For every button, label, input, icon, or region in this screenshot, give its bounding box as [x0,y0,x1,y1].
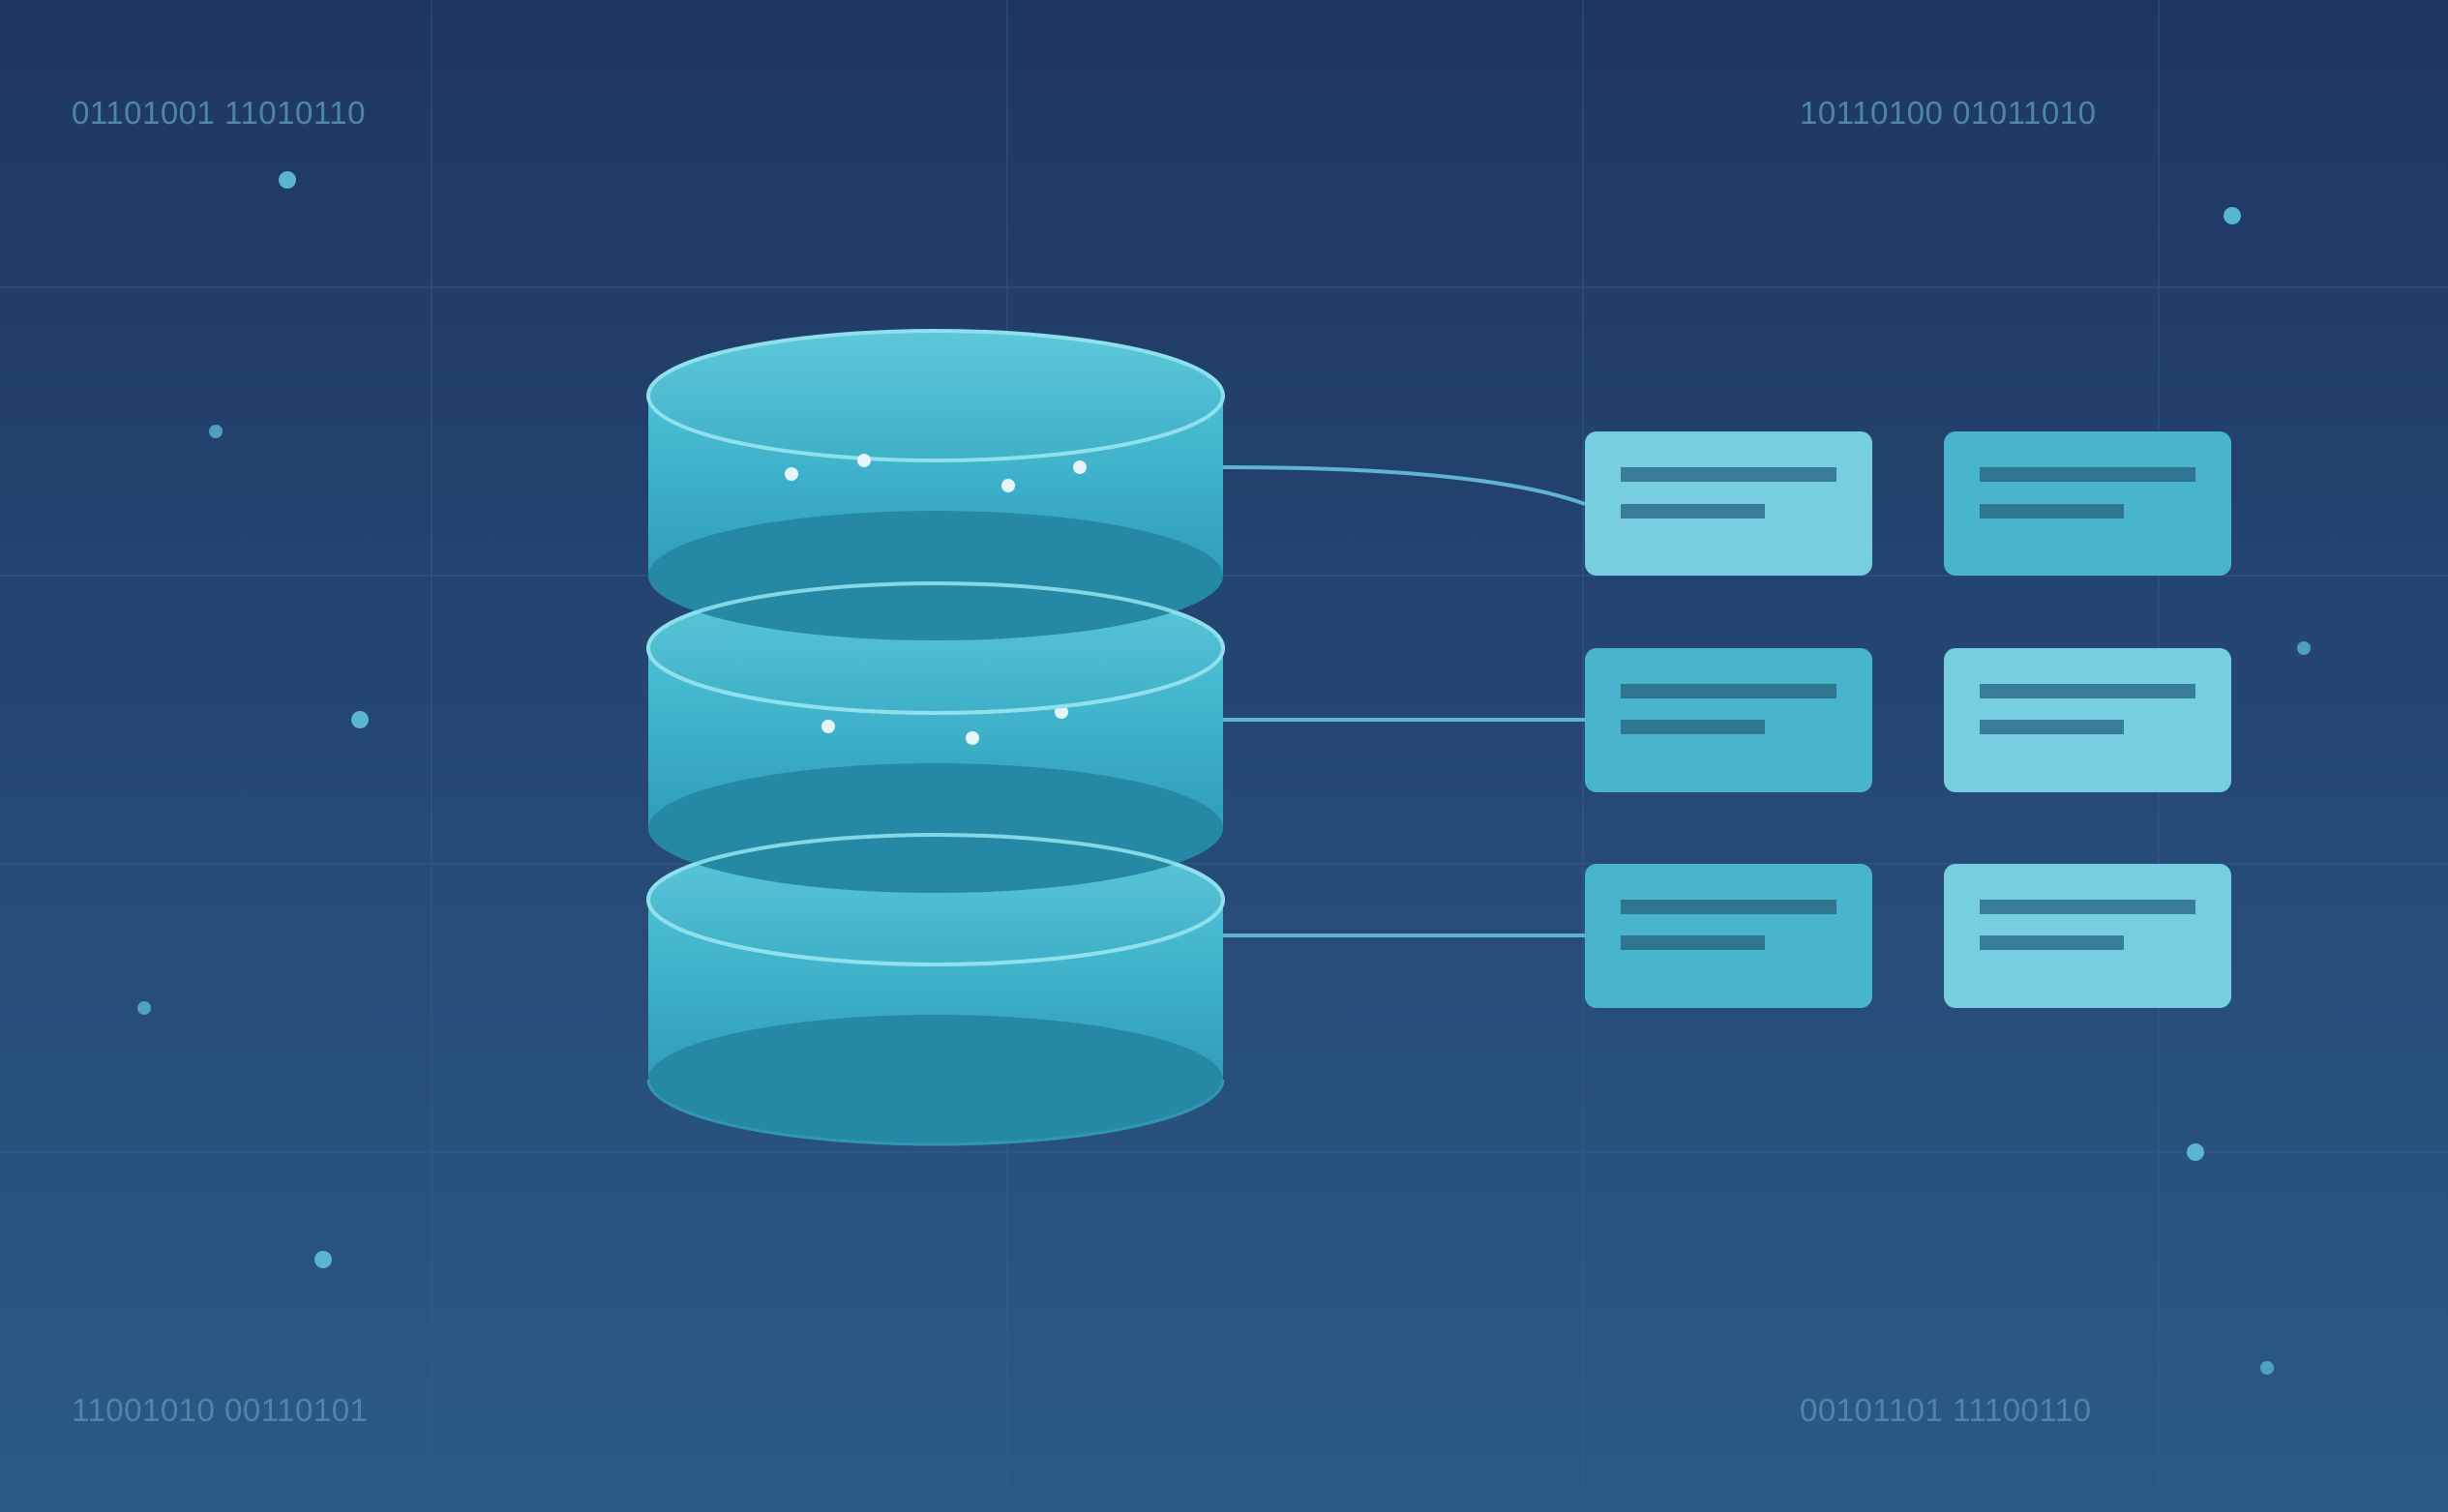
database-disk-top [646,329,1225,640]
data-dot [821,720,835,733]
binary-label-bottom-left: 11001010 00110101 [72,1392,368,1428]
particles [137,171,2311,1375]
data-dot [857,454,871,467]
record-card-icon [1944,864,2231,1008]
particle-dot [2260,1361,2274,1375]
particle-dot [209,425,223,438]
binary-label-top-left: 01101001 11010110 [72,95,366,131]
record-card-icon [1585,648,1872,792]
particle-dot [351,711,369,728]
connector-lines [1222,465,1586,937]
database-disk-middle [646,581,1225,893]
record-cards [1585,431,2231,1008]
connector-line-top [1222,465,1586,506]
record-card-icon [1585,864,1872,1008]
data-dot [1073,460,1087,474]
binary-label-bottom-right: 00101101 11100110 [1800,1392,2092,1428]
particle-dot [137,1001,151,1015]
data-dot [966,731,979,745]
database-icon [646,329,1225,1146]
particle-dot [314,1251,332,1268]
data-dot [1001,479,1015,492]
particle-dot [279,171,296,189]
particle-dot [2224,207,2241,224]
record-card-icon [1585,431,1872,576]
record-card-icon [1944,431,2231,576]
particle-dot [2187,1143,2204,1161]
record-card-icon [1944,648,2231,792]
binary-label-top-right: 10110100 01011010 [1800,95,2096,131]
data-dot [785,467,798,481]
database-disk-bottom [646,833,1225,1146]
particle-dot [2297,641,2311,655]
